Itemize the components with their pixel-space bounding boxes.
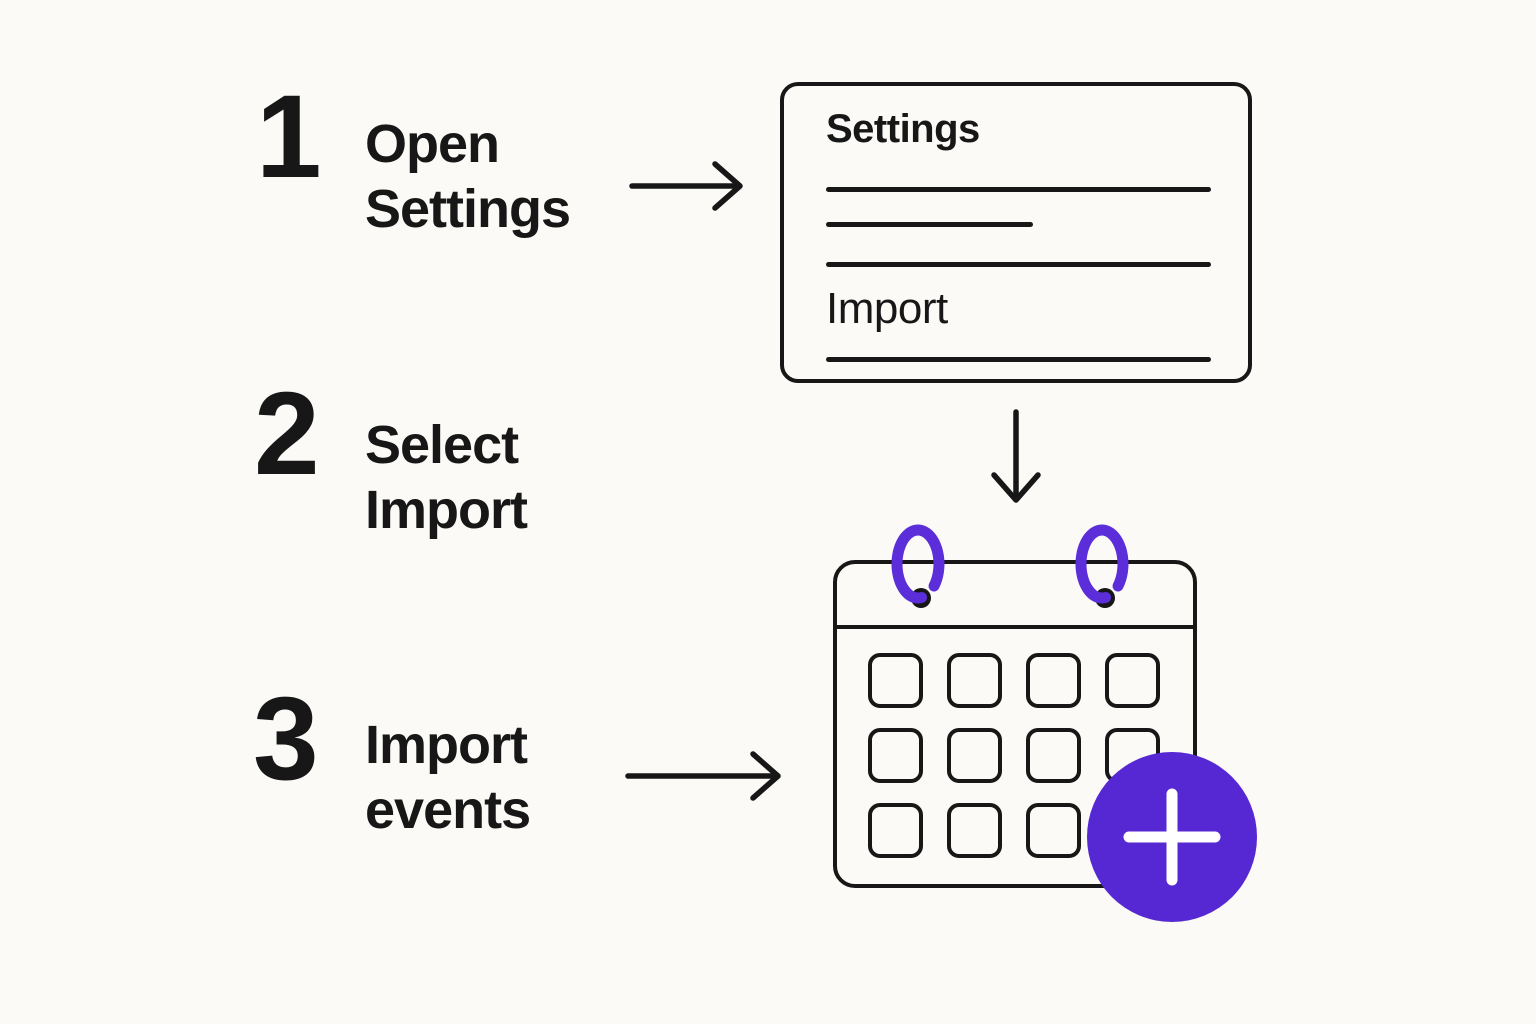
step-1-label-line2: Settings <box>365 179 571 239</box>
step-1-label: Open Settings <box>365 112 571 242</box>
menu-placeholder-line-2 <box>826 222 1033 227</box>
calendar-cell <box>1026 653 1081 708</box>
step-3-label-line2: events <box>365 780 531 840</box>
arrow-right-icon <box>629 161 743 211</box>
step-3-label: Import events <box>365 713 531 843</box>
step-2-number: 2 <box>254 368 320 500</box>
plus-icon <box>1123 788 1221 886</box>
settings-panel-title: Settings <box>826 107 980 151</box>
calendar-cell <box>947 728 1002 783</box>
arrow-down-icon <box>991 409 1041 503</box>
add-event-button[interactable] <box>1087 752 1257 922</box>
arrow-right-icon <box>625 751 781 801</box>
step-2-label-line2: Import <box>365 480 528 540</box>
menu-placeholder-line-3 <box>826 262 1211 267</box>
menu-placeholder-line-1 <box>826 187 1211 192</box>
calendar-cell <box>1026 803 1081 858</box>
calendar-cell <box>868 803 923 858</box>
calendar-cell <box>868 728 923 783</box>
step-1-label-line1: Open <box>365 114 500 174</box>
step-3-label-line1: Import <box>365 715 528 775</box>
calendar-cell <box>868 653 923 708</box>
step-1-number: 1 <box>256 71 322 203</box>
calendar-header-divider <box>836 625 1194 629</box>
calendar-cell <box>1026 728 1081 783</box>
step-2-label-line1: Select <box>365 415 519 475</box>
step-2-label: Select Import <box>365 413 528 543</box>
calendar-cell <box>947 653 1002 708</box>
settings-panel: Settings Import <box>780 82 1252 383</box>
calendar-cell <box>1105 653 1160 708</box>
calendar-cell <box>947 803 1002 858</box>
menu-placeholder-line-4 <box>826 357 1211 362</box>
step-3-number: 3 <box>253 673 319 805</box>
import-menu-item[interactable]: Import <box>826 284 948 333</box>
